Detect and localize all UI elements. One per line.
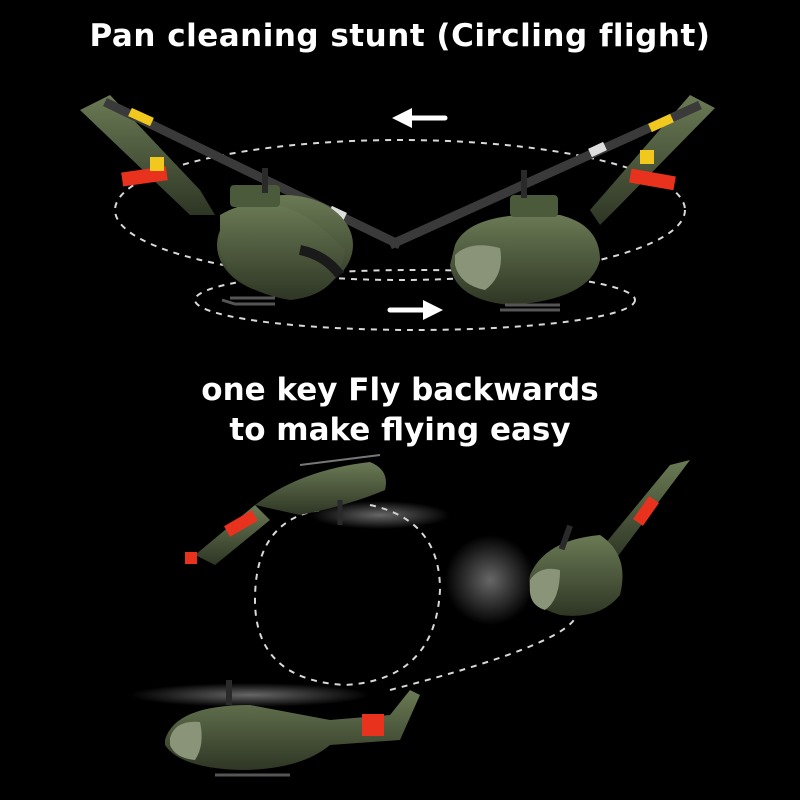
- helicopter-top-left: [80, 95, 402, 306]
- helicopter-bottom: [130, 680, 420, 777]
- circling-path: [114, 139, 686, 331]
- loop-path: [253, 504, 578, 691]
- helicopter-inverted: [185, 454, 450, 565]
- arrow-left-icon: [392, 108, 448, 128]
- headline: Pan cleaning stunt (Circling flight): [89, 18, 711, 54]
- caption-line-1: one key Fly backwards: [201, 372, 599, 408]
- helicopter-top-right: [388, 95, 715, 312]
- arrow-right-icon: [387, 300, 443, 320]
- helicopter-tilted-right: [445, 460, 690, 625]
- caption-line-2: to make flying easy: [229, 412, 571, 448]
